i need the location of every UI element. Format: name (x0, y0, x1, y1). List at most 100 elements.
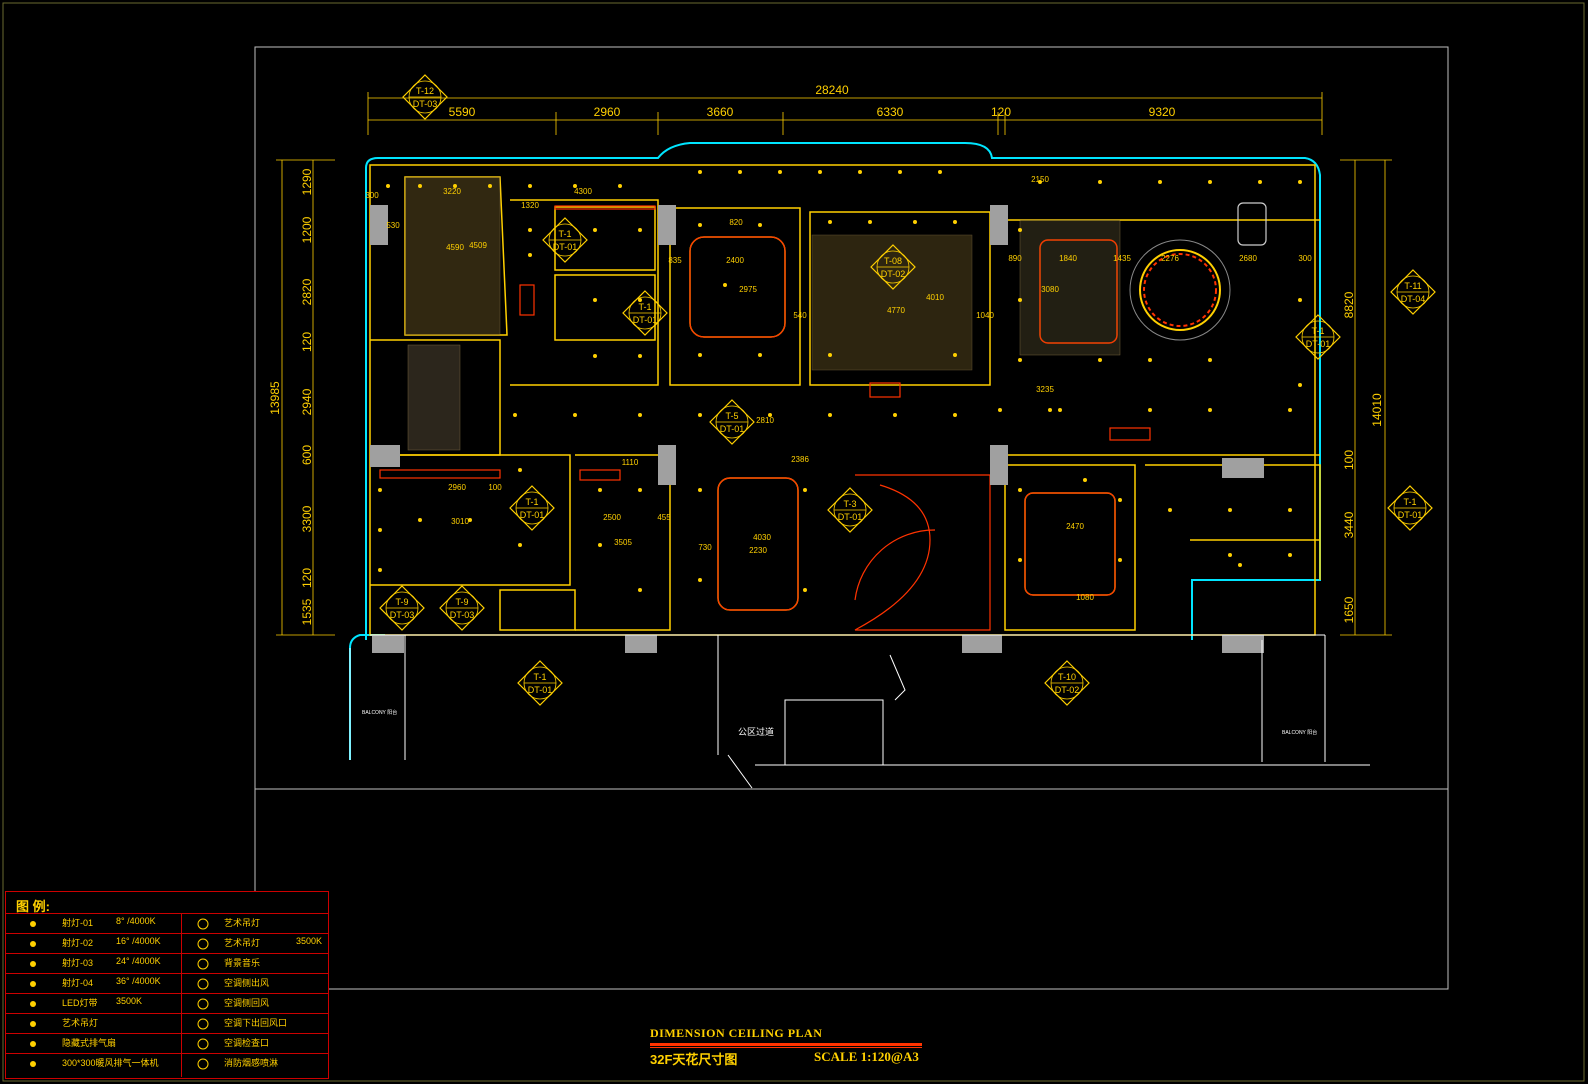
spotlight-mark (893, 413, 897, 417)
spotlight-icon (26, 937, 40, 950)
spotlight-mark (1298, 383, 1302, 387)
inner-dim-label: 820 (729, 218, 743, 227)
legend-row: 隐藏式排气扇空调检查口 (6, 1033, 328, 1054)
inner-dim-label: 540 (793, 311, 807, 320)
art-chandelier-round-icon (196, 937, 210, 950)
legend-divider (181, 913, 182, 1077)
spotlight-mark (638, 298, 642, 302)
spotlight-mark (723, 283, 727, 287)
legend-row: 300*300暖风排气一体机 消防烟感喷淋 (6, 1053, 328, 1074)
dim-left-seg: 2940 (300, 388, 314, 415)
spotlight-mark (758, 223, 762, 227)
spotlight-icon (26, 977, 40, 990)
legend-left-label: 射灯-04 (62, 978, 94, 988)
inner-dim-label: 2960 (448, 483, 466, 492)
round-ceiling-feature (1129, 202, 1267, 341)
balcony-right-label: BALCONY 阳台 (1282, 729, 1317, 736)
detail-tag: T-9DT-03 (379, 585, 425, 631)
legend-left-label: 300*300暖风排气一体机 (62, 1058, 159, 1068)
dim-top-seg: 2960 (594, 105, 621, 119)
spotlight-mark (468, 518, 472, 522)
spotlight-mark (528, 228, 532, 232)
spotlight-icon (26, 917, 40, 930)
dim-right-seg: 1650 (1342, 596, 1356, 623)
spotlight-mark (1148, 358, 1152, 362)
dim-left-seg: 1200 (300, 216, 314, 243)
inner-dim-label: 300 (1298, 254, 1312, 263)
tag-top: T-08 (884, 256, 902, 266)
tag-bottom: DT-01 (633, 315, 658, 325)
spotlight-mark (638, 354, 642, 358)
dim-top-seg: 6330 (877, 105, 904, 119)
inner-dim-label: 2386 (791, 455, 809, 464)
tag-top: T-1 (558, 229, 571, 239)
legend-right-label: 空调下出回风口 (224, 1018, 288, 1028)
columns (370, 205, 1264, 653)
tag-bottom: DT-03 (450, 610, 475, 620)
hatched-areas (404, 176, 1121, 451)
spotlight-mark (768, 413, 772, 417)
pendant-icon (26, 1017, 40, 1030)
spotlight-mark (698, 488, 702, 492)
spotlight-mark (868, 220, 872, 224)
legend-right-label: 消防烟感喷淋 (224, 1058, 279, 1068)
inner-dim-label: 1080 (1076, 593, 1094, 602)
inner-dim-label: 1040 (976, 311, 994, 320)
detail-tag: T-5DT-01 (709, 399, 755, 445)
spotlight-mark (1288, 408, 1292, 412)
inner-dim-label: 3080 (1041, 285, 1059, 294)
spotlight-mark (698, 170, 702, 174)
spotlight-mark (418, 184, 422, 188)
dimension-text-left: 13985 1290 1200 2820 120 2940 600 3300 1… (268, 168, 1384, 625)
legend-right-label: 背景音乐 (224, 958, 261, 968)
tag-top: T-10 (1058, 672, 1076, 682)
inner-dim-label: 1435 (1113, 254, 1131, 263)
inner-dim-label: 2975 (739, 285, 757, 294)
dim-top-seg: 120 (991, 105, 1011, 119)
spotlight-mark (638, 413, 642, 417)
spotlight-mark (828, 353, 832, 357)
title-underline-thin (650, 1047, 922, 1048)
ac-bottom-return-icon (196, 1017, 210, 1030)
drawing-title-cn: 32F天花尺寸图 (650, 1052, 738, 1067)
inner-dim-label: 455 (657, 513, 671, 522)
detail-tag: T-1DT-01 (1295, 314, 1341, 360)
legend-left-label: 射灯-03 (62, 958, 94, 968)
spotlight-mark (386, 184, 390, 188)
spotlight-mark (593, 354, 597, 358)
spotlight-mark (418, 518, 422, 522)
legend-left-label: 射灯-01 (62, 918, 94, 928)
detail-tag: T-1DT-01 (509, 485, 555, 531)
detail-tag: T-1DT-01 (1387, 485, 1433, 531)
spotlight-mark (528, 184, 532, 188)
spotlight-mark (1298, 298, 1302, 302)
ac-access-icon (196, 1037, 210, 1050)
spotlight-mark (1098, 358, 1102, 362)
partitions (379, 205, 1151, 631)
spotlight-mark (803, 488, 807, 492)
dim-right-seg: 3440 (1342, 511, 1356, 538)
ac-return-icon (196, 997, 210, 1010)
spotlight-mark (1018, 298, 1022, 302)
inner-dim-label: 3235 (1036, 385, 1054, 394)
spotlight-mark (378, 488, 382, 492)
inner-dim-label: 3505 (614, 538, 632, 547)
tag-bottom: DT-01 (838, 512, 863, 522)
legend-right-label: 艺术吊灯 (224, 938, 261, 948)
lower-area (349, 634, 1370, 789)
tag-top: T-1 (525, 497, 538, 507)
spotlight-mark (803, 588, 807, 592)
dim-left-seg: 1290 (300, 168, 314, 195)
inner-dim-label: 2500 (603, 513, 621, 522)
spotlight-mark (1298, 180, 1302, 184)
inner-dim-label: 4509 (469, 241, 487, 250)
spotlight-mark (1018, 488, 1022, 492)
spotlight-mark (1288, 508, 1292, 512)
spotlight-mark (1208, 180, 1212, 184)
legend-left-spec: 16° /4000K (116, 936, 161, 946)
spotlight-mark (1058, 408, 1062, 412)
